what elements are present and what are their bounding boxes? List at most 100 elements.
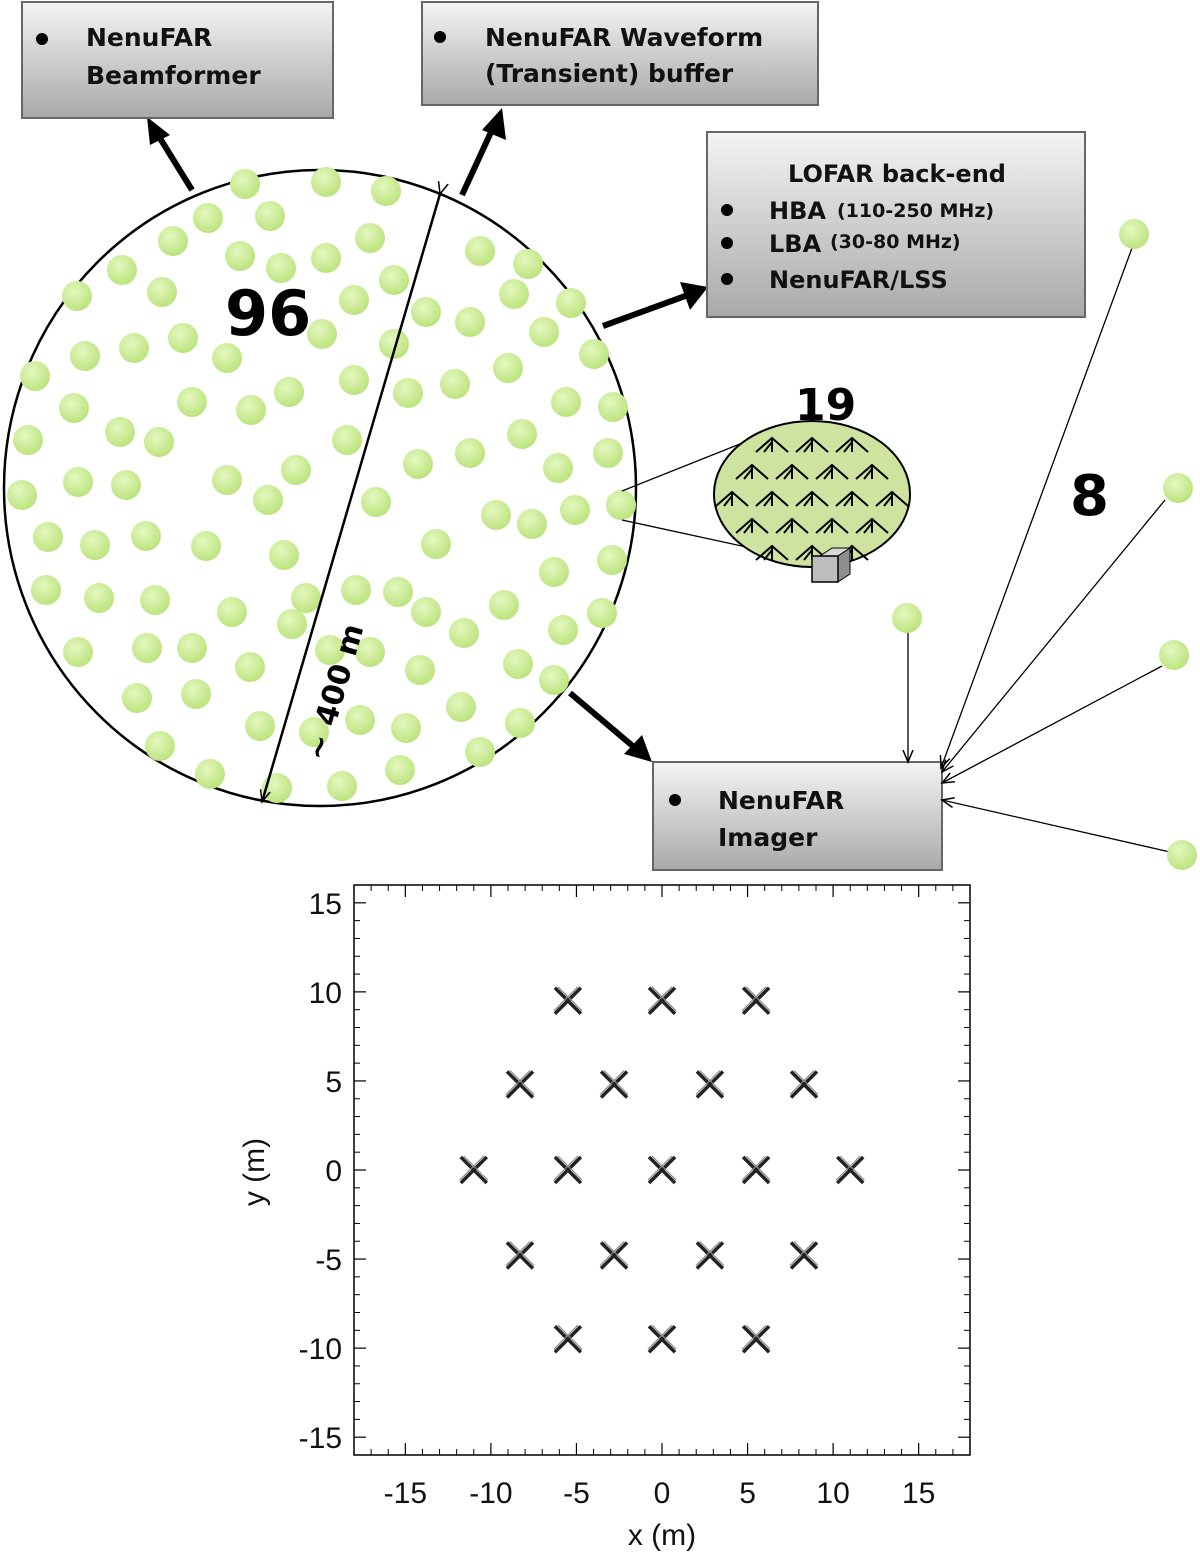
antenna-cross-marker [789,1070,819,1099]
antenna-icon [875,490,909,507]
core-station [371,176,401,206]
x-tick-label: -5 [563,1477,590,1510]
core-station [556,288,586,318]
core-station [411,597,441,627]
antenna-cross-marker [741,1324,771,1354]
antenna-cross-marker [741,1155,771,1185]
arrowhead-lofar [680,282,708,310]
core-station [62,281,92,311]
core-station [140,585,170,615]
waveform-line1: NenuFAR Waveform [485,23,763,52]
antenna-cross-marker [553,1155,583,1185]
core-station [274,377,304,407]
core-station [391,713,421,743]
plot-points [459,986,865,1354]
core-station [144,427,174,457]
lofar-title: LOFAR back-end [788,160,1006,188]
core-station [341,575,371,605]
x-tick-label: 15 [902,1477,935,1510]
core-station [245,711,275,741]
remote-station [1163,473,1193,503]
antenna-cross-marker [695,1241,725,1270]
core-station [345,705,375,735]
antenna-icon [795,490,829,507]
core-station [505,708,535,738]
core-station [235,652,265,682]
core-station [393,378,423,408]
core-station [539,665,569,695]
arrow-to-lofar [601,292,690,329]
core-station [230,169,260,199]
tile-antennas [715,436,909,561]
core-station [481,500,511,530]
core-station [403,449,433,479]
remote-stations [892,219,1197,870]
lofar-item-hba-range: (110-250 MHz) [837,200,994,222]
core-station [465,737,495,767]
core-station [606,490,636,520]
core-station [499,279,529,309]
core-station [105,417,135,447]
core-station [177,633,207,663]
core-station [421,529,451,559]
antenna-icon [835,490,869,507]
core-station [311,167,341,197]
antenna-icon [715,490,749,507]
remote-links [908,247,1171,853]
core-station [236,395,266,425]
core-station [281,455,311,485]
antenna-cross-marker [695,1070,725,1099]
core-station [355,223,385,253]
core-station [587,598,617,628]
core-station [551,387,581,417]
core-station [327,771,357,801]
antenna-cross-marker [647,1324,677,1354]
y-tick-label: 10 [309,977,342,1010]
y-tick-label: -5 [315,1244,342,1277]
receiver-cube-icon [811,547,852,583]
core-station [80,530,110,560]
core-station [361,487,391,517]
core-station [465,236,495,266]
x-tick-label: 0 [654,1477,671,1510]
lofar-item-lba-range: (30-80 MHz) [830,231,961,253]
arrowhead-beamformer [147,117,170,145]
core-station [277,609,307,639]
bullet-icon [434,31,446,43]
antenna-cross-marker [599,1241,629,1270]
waveform-line2: (Transient) buffer [485,59,734,88]
arrow-to-beamformer [155,133,195,192]
imager-line2: Imager [718,823,818,852]
core-station [13,425,43,455]
core-station [507,419,537,449]
antenna-icon [815,463,849,480]
antenna-cross-marker [789,1241,819,1270]
remote-count-label: 8 [1070,464,1109,529]
core-station [7,480,37,510]
core-station [70,341,100,371]
core-station [411,297,441,327]
antenna-icon [815,517,849,534]
core-station [269,540,299,570]
core-station [122,683,152,713]
core-station [177,387,207,417]
y-tick-label: 5 [325,1066,342,1099]
core-station [59,393,89,423]
core-station [84,583,114,613]
y-tick-label: -10 [299,1333,342,1366]
core-station [449,618,479,648]
x-tick-label: -10 [469,1477,512,1510]
remote-station [1119,219,1149,249]
core-station [517,509,547,539]
lofar-item-lba: LBA [769,230,822,258]
core-station [195,759,225,789]
core-station [132,633,162,663]
core-station [503,649,533,679]
antenna-cross-marker [553,1324,583,1354]
arrowhead-imager [624,735,652,762]
lofar-box: LOFAR back-end HBA (110-250 MHz) LBA (30… [706,131,1086,318]
core-station [212,465,242,495]
core-station [339,365,369,395]
bullet-icon [721,204,733,216]
